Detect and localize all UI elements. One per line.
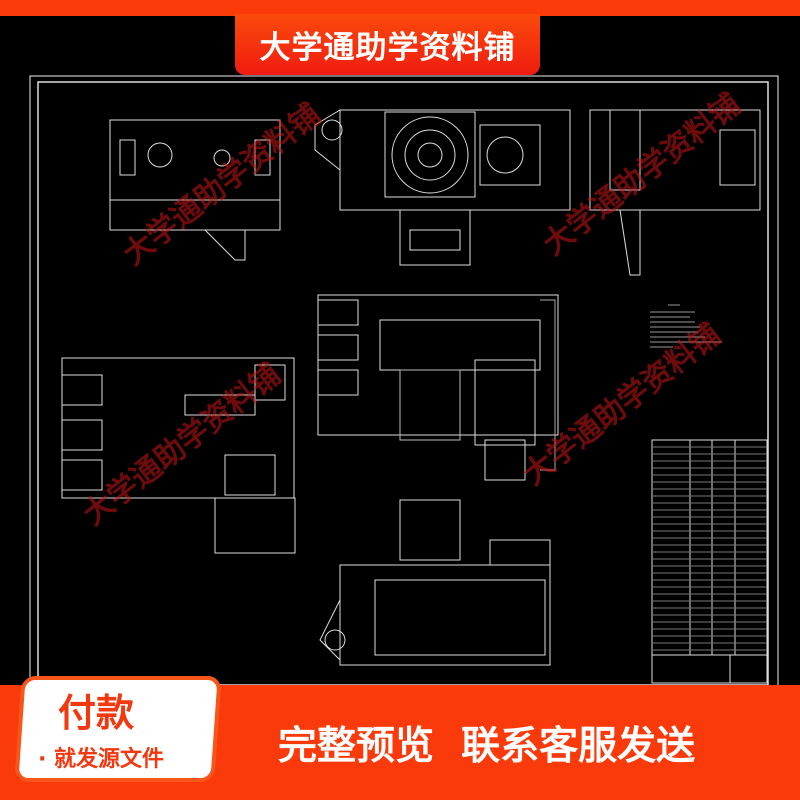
- top-strip: [0, 0, 800, 16]
- pay-title: 付款: [58, 691, 135, 735]
- view-bottom: [319, 499, 551, 666]
- drawing-outer-border: [29, 75, 779, 689]
- brand-banner: 大学通助学资料铺: [235, 14, 540, 75]
- drawing-frame: [37, 81, 769, 686]
- pay-subtitle: · 就发源文件: [38, 747, 165, 772]
- technical-notes: [650, 304, 722, 348]
- view-center-section: [317, 294, 559, 481]
- cta-text: 完整预览 联系客服发送: [278, 724, 696, 769]
- view-left: [61, 357, 296, 554]
- view-top-center: [314, 109, 571, 266]
- view-top-left: [109, 119, 281, 261]
- view-top-right: [589, 109, 761, 276]
- brand-title: 大学通助学资料铺: [259, 30, 516, 66]
- parts-list: [651, 439, 768, 684]
